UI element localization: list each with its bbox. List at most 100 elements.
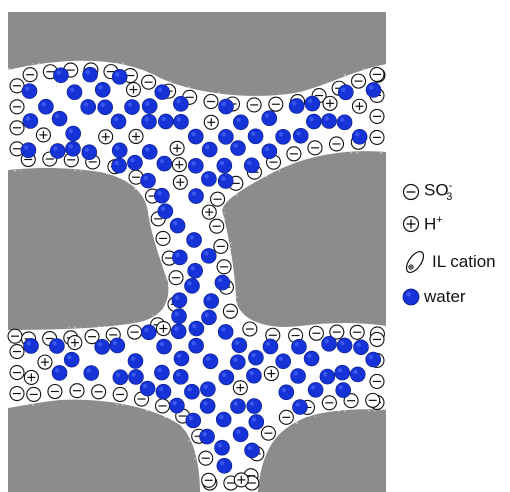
sulfonate-particle [203,93,219,110]
sulfonate-particle [369,373,385,390]
proton-particle [37,354,53,370]
legend-sulfonate: SO-3 [402,180,452,203]
proton-particle [322,95,338,111]
water-molecule [365,351,382,368]
water-molecule [218,369,235,386]
water-molecule [63,351,80,368]
sulfonate-particle [328,136,345,152]
water-molecule [51,365,68,381]
water-icon [402,288,420,306]
sulfonate-icon [402,183,420,200]
water-molecule [231,337,248,353]
water-molecule [154,364,170,381]
water-molecule [201,141,218,158]
water-molecule [353,339,369,356]
water-molecule [127,353,144,369]
membrane-channel-diagram [6,12,388,492]
proton-particle [201,204,217,220]
water-molecule [349,366,366,383]
water-molecule [141,144,158,160]
water-molecule [248,414,265,430]
water-molecule [246,367,262,384]
proton-particle [351,98,368,114]
water-molecule [307,382,324,398]
water-molecule [188,188,204,204]
water-molecule [154,187,170,204]
sulfonate-particle [286,146,302,162]
water-molecule [65,140,81,157]
proton-particle [155,321,171,337]
water-molecule [51,110,68,127]
legend-water: water [402,287,466,307]
water-molecule [187,128,204,145]
water-molecule [218,98,234,115]
water-molecule [109,337,126,354]
water-molecule [232,426,249,443]
water-molecule [290,368,306,384]
water-molecule [261,143,278,160]
water-molecule [112,369,129,386]
water-molecule [306,113,322,130]
water-molecule [217,324,234,340]
water-molecule [155,383,172,400]
water-molecule [173,350,190,367]
sulfonate-particle [168,270,184,286]
sulfonate-particle [9,78,25,94]
water-molecule [248,349,264,366]
water-molecule [38,98,54,115]
water-molecule [65,125,82,142]
proton-particle [233,472,249,488]
water-molecule [247,128,264,145]
water-molecule [173,113,189,130]
water-molecule [321,336,337,352]
water-molecule [246,398,263,414]
sulfonate-particle [198,450,214,466]
water-molecule [203,293,220,309]
sulfonate-particle [278,409,294,425]
sulfonate-particle [260,425,276,441]
water-molecule [201,309,217,326]
water-molecule [278,384,295,401]
sulfonate-particle [210,191,226,207]
sulfonate-particle [308,325,324,341]
water-molecule [172,249,188,266]
water-molecule [244,442,260,459]
water-molecule [188,337,204,354]
water-molecule [199,398,216,414]
water-molecule [199,428,215,445]
water-molecule [156,338,172,355]
proton-particle [23,369,39,385]
water-molecule [94,339,110,355]
water-molecule [22,113,39,129]
proton-particle [171,157,187,173]
water-molecule [335,382,352,398]
water-molecule [170,323,187,340]
il-cation-icon [405,250,425,274]
water-molecule [262,338,279,355]
proton-particle [128,128,144,145]
water-molecule [217,173,234,189]
water-molecule [140,324,157,341]
sulfonate-particle [22,67,38,83]
water-molecule [66,84,83,101]
water-molecule [169,397,185,414]
sulfonate-particle [350,73,367,89]
water-molecule [288,98,305,114]
water-molecule [188,320,205,337]
water-molecule [185,412,202,429]
sulfonate-particle [321,395,337,411]
water-molecule [81,144,98,160]
water-molecule [214,439,230,456]
proton-particle [263,366,279,382]
sulfonate-particle [222,303,238,319]
sulfonate-particle [213,238,229,254]
water-molecule [171,292,188,308]
sulfonate-particle [307,140,323,156]
water-molecule [184,383,200,400]
water-molecule [303,350,320,367]
water-molecule [173,96,189,112]
sulfonate-particle [47,383,63,400]
water-molecule [141,113,157,130]
water-molecule [275,129,291,145]
sulfonate-particle [9,344,25,360]
